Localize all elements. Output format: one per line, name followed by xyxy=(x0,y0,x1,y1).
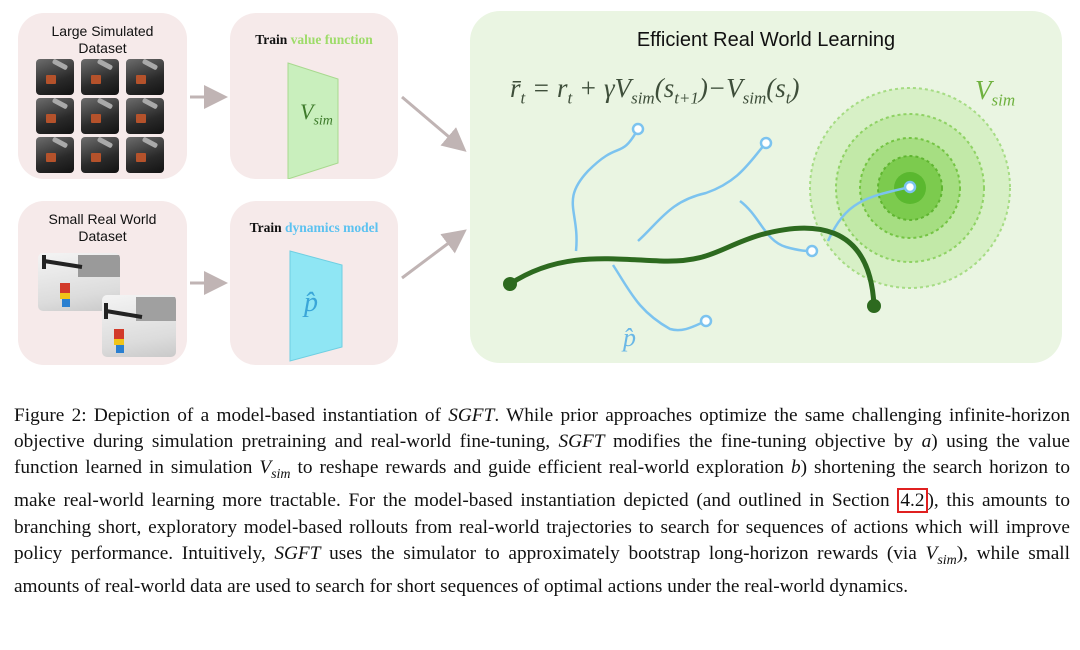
figure-caption: Figure 2: Depiction of a model-based ins… xyxy=(14,403,1070,600)
caption-text: Depiction of a model-based instantiation… xyxy=(87,405,449,426)
caption-text: modifies the fine-tuning objective by xyxy=(605,431,922,452)
vsim-inline: Vsim xyxy=(259,457,290,478)
sgft-name: SGFT xyxy=(274,543,320,564)
real-world-trajectory xyxy=(510,228,874,306)
rollout-path xyxy=(613,265,706,330)
trajectory-end xyxy=(867,299,881,313)
vsim-symbol: Vsim xyxy=(300,99,333,129)
rollout-endpoint xyxy=(633,124,643,134)
rollout-endpoint xyxy=(761,138,771,148)
rollout-endpoint xyxy=(905,182,915,192)
item-a: a xyxy=(922,431,932,452)
train-value-box: Train value function Vsim xyxy=(230,13,398,179)
item-b: b xyxy=(791,457,801,478)
trajectory-start xyxy=(503,277,517,291)
caption-text: uses the simulator to approximately boot… xyxy=(320,543,925,564)
rollout-path xyxy=(638,143,766,241)
phat-rollout-label: p̂ xyxy=(623,323,636,353)
rollout-path xyxy=(573,129,638,251)
dynamics-network-shape xyxy=(230,201,398,365)
train-dynamics-box: Train dynamics model p̂ xyxy=(230,201,398,365)
section-ref-link[interactable]: 4.2 xyxy=(897,488,927,513)
arrow-dynamics-to-panel xyxy=(402,233,462,278)
rollout-endpoint xyxy=(701,316,711,326)
rollout-endpoint xyxy=(807,246,817,256)
figure-label: Figure 2: xyxy=(14,405,87,426)
arrow-value-to-panel xyxy=(402,97,462,148)
value-network-shape xyxy=(230,13,398,179)
phat-symbol: p̂ xyxy=(304,287,318,319)
vsim-inline: Vsim xyxy=(926,543,957,564)
sgft-name: SGFT xyxy=(448,405,494,426)
efficient-learning-panel: Efficient Real World Learning r̄t = rt +… xyxy=(470,11,1062,363)
caption-text: to reshape rewards and guide efficient r… xyxy=(291,457,791,478)
trajectory-diagram xyxy=(470,11,1062,363)
sgft-name: SGFT xyxy=(558,431,604,452)
